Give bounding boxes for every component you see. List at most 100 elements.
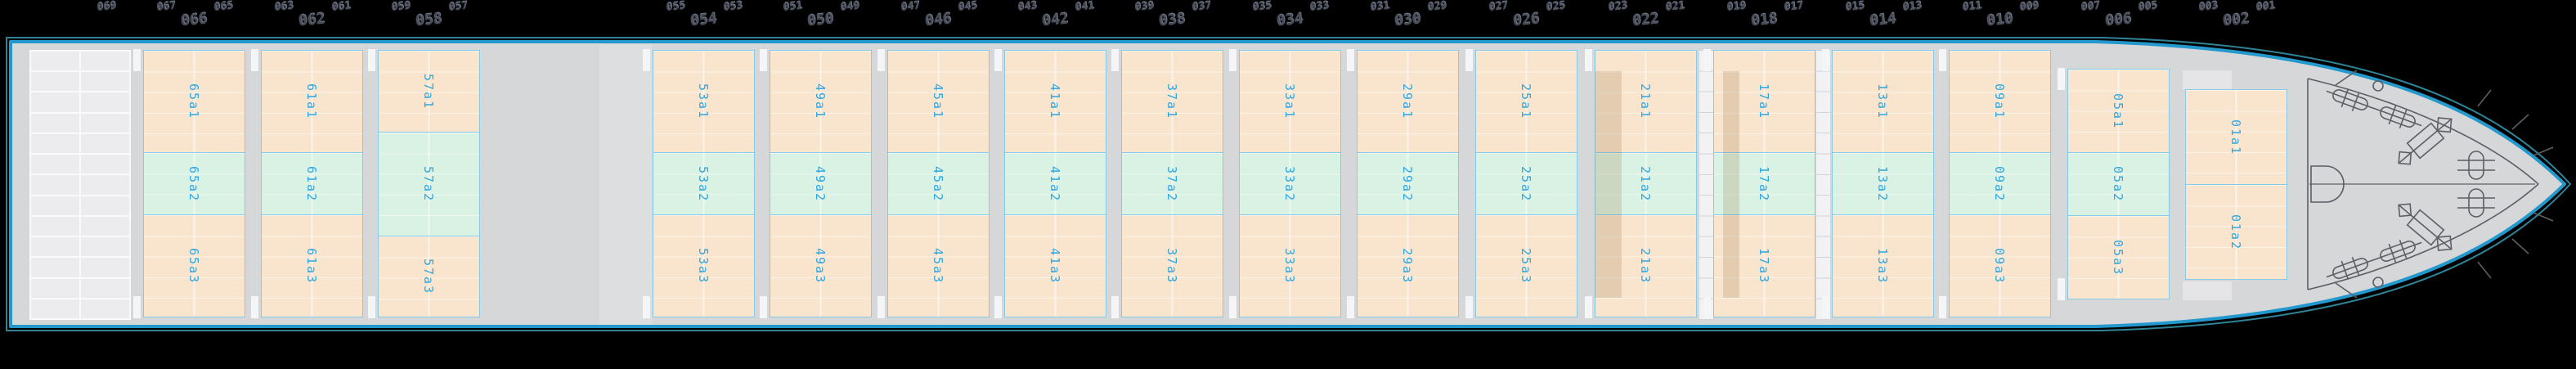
bay-section-label: 53a2 [696, 165, 711, 202]
header-odd-bay-label: 007 [2080, 0, 2101, 14]
stern-slot-cell [81, 237, 129, 257]
stern-slot-grid [29, 50, 131, 320]
bollard-upper [2457, 151, 2495, 180]
mast-house [2310, 165, 2345, 203]
stern-slot-cell [81, 72, 129, 92]
stern-slot-cell [31, 216, 79, 236]
bay-section-label: 25a2 [1519, 165, 1533, 202]
bay-section-61a2[interactable]: 61a2 [260, 152, 363, 215]
bay-section-13a2[interactable]: 13a2 [1831, 152, 1934, 215]
bay-section-09a3[interactable]: 09a3 [1948, 214, 2051, 317]
bay-section-29a3[interactable]: 29a3 [1356, 214, 1459, 317]
hatch-notch [1584, 296, 1592, 318]
bay-section-label: 13a2 [1875, 165, 1890, 202]
header-odd-bay-label: 069 [96, 0, 117, 14]
bay-section-57a3[interactable]: 57a3 [377, 236, 480, 317]
bay-section-label: 57a3 [421, 258, 436, 295]
stern-slot-cell [31, 237, 79, 257]
bay-section-01a2[interactable]: 01a2 [2184, 184, 2287, 280]
bay-section-45a2[interactable]: 45a2 [886, 152, 990, 215]
bay-section-17a2[interactable]: 17a2 [1712, 152, 1815, 215]
header-odd-bay-label: 063 [273, 0, 294, 14]
bay-section-label: 65a1 [186, 83, 201, 120]
header-even-bay-label: 046 [923, 10, 953, 30]
header-odd-bay-label: 047 [900, 0, 921, 14]
bay-section-25a2[interactable]: 25a2 [1474, 152, 1577, 215]
bay-section-09a2[interactable]: 09a2 [1948, 152, 2051, 215]
hull-outer-contour [6, 37, 2572, 331]
header-odd-bay-label: 049 [839, 0, 860, 14]
bay-section-label: 21a1 [1638, 83, 1653, 120]
stern-slot-cell [81, 278, 129, 298]
bay-section-label: 65a3 [186, 247, 201, 285]
header-odd-bay-label: 065 [213, 0, 234, 14]
bay-section-13a1[interactable]: 13a1 [1831, 50, 1934, 153]
bay-section-05a3[interactable]: 05a3 [2067, 215, 2170, 299]
bay-section-label: 33a3 [1282, 247, 1297, 285]
bulwark-line-upper [2307, 78, 2539, 185]
bay-section-13a3[interactable]: 13a3 [1831, 214, 1934, 317]
bay-section-37a1[interactable]: 37a1 [1120, 50, 1223, 153]
hatch-notch [1346, 49, 1354, 71]
bay-section-53a1[interactable]: 53a1 [652, 50, 755, 153]
bay-end-cap [2182, 70, 2232, 89]
bay-section-57a1[interactable]: 57a1 [377, 50, 480, 133]
bay-section-21a3[interactable]: 21a3 [1594, 214, 1697, 317]
bay-section-label: 33a2 [1282, 165, 1297, 202]
bay-section-57a2[interactable]: 57a2 [377, 132, 480, 236]
bay-section-label: 21a2 [1638, 165, 1653, 202]
hatch-notch [1703, 296, 1711, 318]
bay-section-29a1[interactable]: 29a1 [1356, 50, 1459, 153]
bay-section-65a2[interactable]: 65a2 [142, 152, 245, 215]
bay-section-45a1[interactable]: 45a1 [886, 50, 990, 153]
bay-section-29a2[interactable]: 29a2 [1356, 152, 1459, 215]
bay-section-49a2[interactable]: 49a2 [769, 152, 872, 215]
hatch-notch [1111, 49, 1119, 71]
bay-section-25a1[interactable]: 25a1 [1474, 50, 1577, 153]
bay-section-label: 49a3 [813, 247, 828, 285]
bay-section-25a3[interactable]: 25a3 [1474, 214, 1577, 317]
bay-section-37a2[interactable]: 37a2 [1120, 152, 1223, 215]
stern-slot-cell [81, 299, 129, 318]
bay-section-09a1[interactable]: 09a1 [1948, 50, 2051, 153]
hatch-notch [2057, 278, 2065, 300]
bay-section-65a3[interactable]: 65a3 [142, 214, 245, 317]
bay-section-53a2[interactable]: 53a2 [652, 152, 755, 215]
bay-section-33a2[interactable]: 33a2 [1238, 152, 1341, 215]
bay-section-65a1[interactable]: 65a1 [142, 50, 245, 153]
mooring-circle-upper [2372, 80, 2384, 92]
bay-section-61a3[interactable]: 61a3 [260, 214, 363, 317]
bay-section-37a3[interactable]: 37a3 [1120, 214, 1223, 317]
bay-section-05a2[interactable]: 05a2 [2067, 152, 2170, 216]
hatch-notch [132, 49, 141, 71]
bay-section-45a3[interactable]: 45a3 [886, 214, 990, 317]
breakwater-tick-lower [2335, 282, 2358, 299]
header-even-bay-label: 054 [689, 10, 718, 30]
bay-section-label: 01a1 [2228, 119, 2243, 155]
bay-section-41a1[interactable]: 41a1 [1003, 50, 1106, 153]
stern-slot-cell [31, 92, 79, 112]
bay-section-49a3[interactable]: 49a3 [769, 214, 872, 317]
header-odd-bay-label: 035 [1251, 0, 1272, 14]
mooring-circle-lower [2372, 277, 2384, 288]
bay-section-53a3[interactable]: 53a3 [652, 214, 755, 317]
bay-section-49a1[interactable]: 49a1 [769, 50, 872, 153]
bay-section-41a3[interactable]: 41a3 [1003, 214, 1106, 317]
bay-section-05a1[interactable]: 05a1 [2067, 69, 2170, 153]
header-even-bay-label: 014 [1868, 10, 1897, 30]
header-even-bay-label: 050 [806, 10, 835, 30]
bay-section-17a3[interactable]: 17a3 [1712, 214, 1815, 317]
bay-section-41a2[interactable]: 41a2 [1003, 152, 1106, 215]
bay-section-61a1[interactable]: 61a1 [260, 50, 363, 153]
header-even-bay-label: 006 [2103, 10, 2133, 30]
stern-slot-cell [81, 216, 129, 236]
header-odd-bay-label: 045 [957, 0, 978, 14]
bay-section-17a1[interactable]: 17a1 [1712, 50, 1815, 153]
header-even-bay-label: 002 [2221, 10, 2251, 30]
bay-section-33a1[interactable]: 33a1 [1238, 50, 1341, 153]
bay-section-01a1[interactable]: 01a1 [2184, 89, 2287, 185]
bay-section-label: 25a1 [1519, 83, 1533, 120]
bay-section-33a3[interactable]: 33a3 [1238, 214, 1341, 317]
bay-section-21a2[interactable]: 21a2 [1594, 152, 1697, 215]
